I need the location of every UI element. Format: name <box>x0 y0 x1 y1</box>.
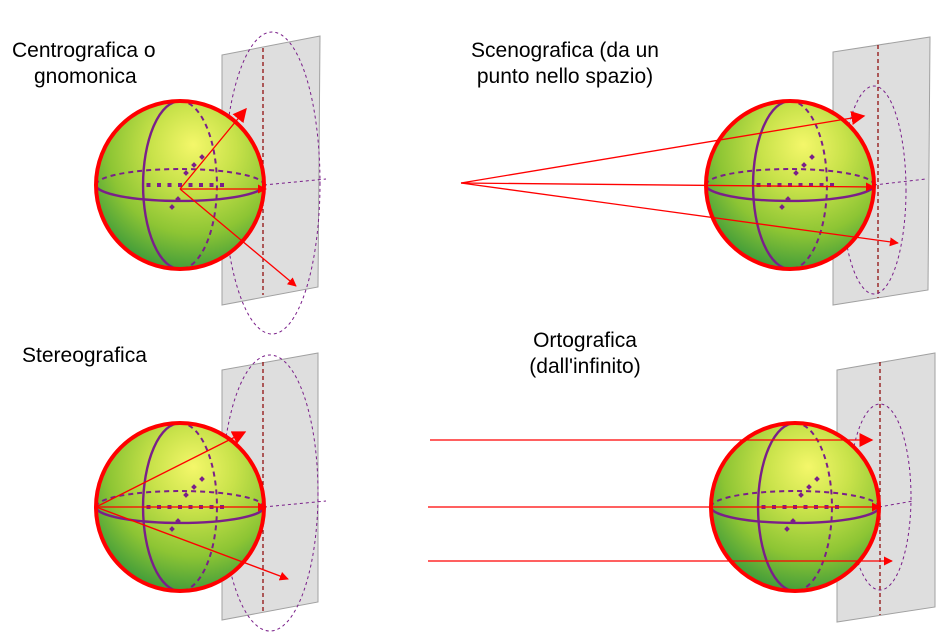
equator-front <box>94 506 266 525</box>
axis-dot <box>809 154 815 160</box>
axis-dot <box>157 183 161 187</box>
panel-stereographic <box>94 352 327 632</box>
meridian-back <box>789 100 828 270</box>
axis-extension <box>263 178 327 186</box>
stereographic-title-line-1: Stereografica <box>22 344 147 367</box>
equator-back <box>710 490 880 508</box>
equator-back <box>705 168 875 186</box>
axis-dot <box>167 183 172 187</box>
projection-ray <box>460 182 875 192</box>
equator-front <box>704 184 876 203</box>
axis-dot <box>220 183 224 187</box>
projection-ray <box>95 506 289 581</box>
axis-dot <box>175 518 181 524</box>
axis-dot <box>777 183 782 187</box>
projection-ray <box>460 111 866 184</box>
axis-dot <box>788 183 792 187</box>
axis-dot <box>784 526 790 532</box>
axis-dot <box>183 170 189 176</box>
projected-circle <box>223 31 321 335</box>
scenographic-title-line-1: Scenografica (da un <box>471 39 659 62</box>
projection-ray <box>460 182 899 247</box>
axis-extension <box>263 500 327 508</box>
axis-dot <box>169 204 175 210</box>
axis-dot <box>175 196 181 202</box>
meridian-back <box>179 100 218 270</box>
equator-front <box>709 506 881 525</box>
axis-dot <box>785 196 791 202</box>
axis-dot <box>819 183 824 187</box>
projection-ray <box>179 107 247 190</box>
orthographic-title-line-2: (dall'infinito) <box>529 355 641 378</box>
axis-dot <box>809 183 813 187</box>
axis-dot <box>178 183 182 187</box>
projected-circle <box>221 354 319 632</box>
orthographic-title-line-1: Ortografica <box>533 329 637 352</box>
panel-scenographic <box>460 36 931 306</box>
gnomonic-title: Centrografica o gnomonica <box>12 38 156 90</box>
meridian-front <box>141 99 181 271</box>
axis-dot <box>779 204 785 210</box>
equator-front <box>94 184 266 203</box>
gnomonic-title-line-2: gnomonica <box>34 65 137 88</box>
axis-dot <box>814 476 820 482</box>
axis-dot <box>790 518 796 524</box>
orthographic-title: Ortografica (dall'infinito) <box>505 328 665 380</box>
axis-extension <box>873 178 927 186</box>
axis-dot <box>199 476 205 482</box>
axis-dot <box>756 183 761 187</box>
stereographic-title: Stereografica <box>22 343 147 369</box>
axis-dot <box>199 183 203 187</box>
axis-dot <box>169 526 175 532</box>
equator-back <box>95 490 265 508</box>
axis-dot <box>798 183 803 187</box>
scenographic-title-line-2: punto nello spazio) <box>476 65 654 88</box>
axis-dot <box>146 183 151 187</box>
axis-dot <box>767 183 771 187</box>
panel-gnomonic <box>94 31 327 335</box>
panel-orthographic <box>428 352 936 623</box>
scenographic-title: Scenografica (da un punto nello spazio) <box>455 38 675 90</box>
axis-dot <box>793 170 799 176</box>
meridian-front <box>751 99 791 271</box>
axis-dot <box>191 162 197 168</box>
projection-ray <box>179 188 297 287</box>
axis-dot <box>209 183 214 187</box>
axis-dot <box>188 183 193 187</box>
axis-dot <box>199 154 205 160</box>
axis-dot <box>191 484 197 490</box>
equator-back <box>95 168 265 186</box>
projection-ray <box>95 431 247 508</box>
axis-dot <box>798 492 804 498</box>
axis-dot <box>183 492 189 498</box>
axis-dot <box>801 162 807 168</box>
meridian-back <box>179 422 218 592</box>
axis-dot <box>830 183 834 187</box>
axis-dot <box>806 484 812 490</box>
meridian-back <box>794 422 833 592</box>
gnomonic-title-line-1: Centrografica o <box>12 39 156 62</box>
